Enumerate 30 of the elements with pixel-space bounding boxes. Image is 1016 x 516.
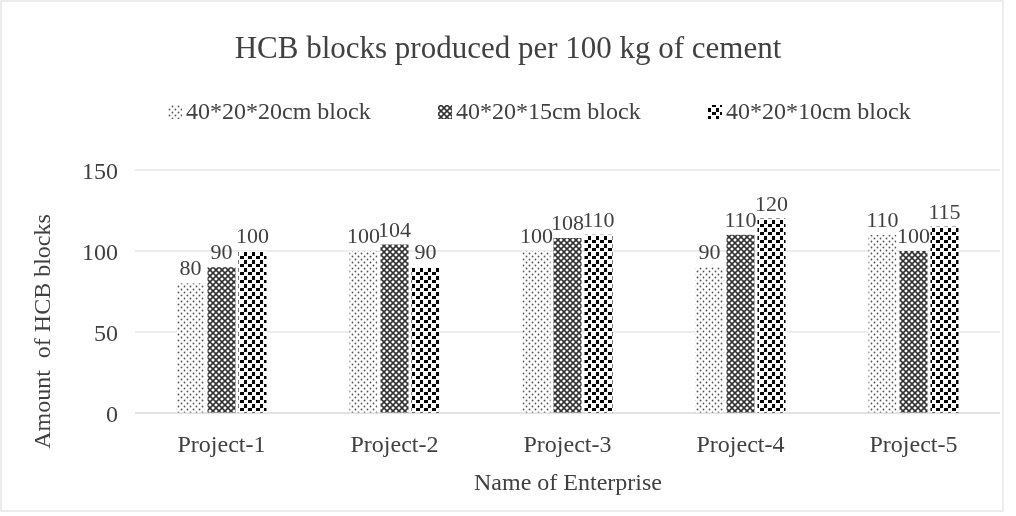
axis-title: Name of Enterprise xyxy=(474,469,662,495)
axis-tick-label: 0 xyxy=(106,401,118,427)
legend-label: 40*20*10cm block xyxy=(726,98,911,124)
axis-tick-label: Project-1 xyxy=(177,431,266,457)
data-label: 108 xyxy=(551,210,584,236)
chart-title: HCB blocks produced per 100 kg of cement xyxy=(234,30,782,65)
data-label: 100 xyxy=(236,223,269,248)
data-label: 90 xyxy=(414,239,437,265)
axis-tick-label: 50 xyxy=(94,320,118,346)
axis-tick-label: Project-2 xyxy=(350,431,439,457)
data-label: 90 xyxy=(698,239,721,265)
axis-title: Amount of HCB blocks xyxy=(29,214,55,449)
legend-label: 40*20*15cm block xyxy=(456,98,641,124)
data-label: 104 xyxy=(378,216,411,242)
data-label: 110 xyxy=(582,206,615,232)
axis-tick-label: 100 xyxy=(82,239,118,265)
data-label: 115 xyxy=(928,198,961,224)
axis-tick-label: Project-5 xyxy=(869,431,958,457)
data-label: 100 xyxy=(897,223,930,248)
data-label: 100 xyxy=(347,223,380,248)
data-label: 100 xyxy=(520,223,553,248)
data-label: 120 xyxy=(755,190,788,216)
axis-tick-label: Project-3 xyxy=(523,431,612,457)
axis-tick-label: Project-4 xyxy=(696,431,785,457)
data-label: 110 xyxy=(724,206,757,232)
data-label: 90 xyxy=(210,239,233,265)
axis-tick-label: 150 xyxy=(82,158,118,184)
legend-label: 40*20*20cm block xyxy=(186,98,371,124)
data-label: 110 xyxy=(866,206,899,232)
data-label: 80 xyxy=(179,255,202,281)
